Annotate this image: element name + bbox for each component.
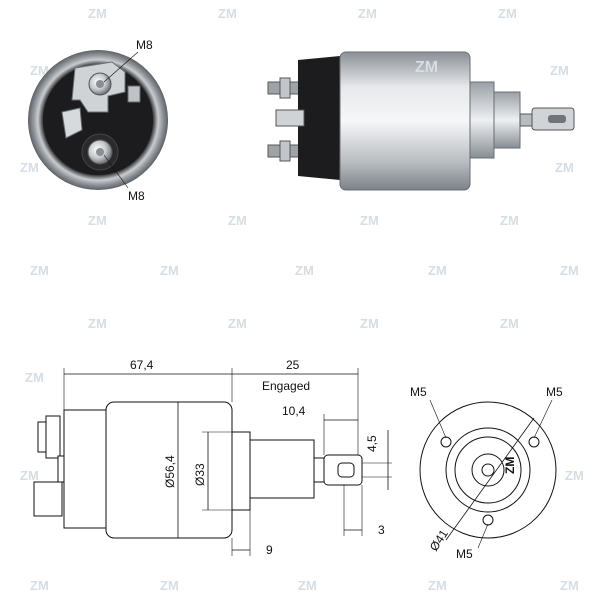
top-terminal-washer bbox=[45, 415, 61, 459]
watermark-text: ZM bbox=[228, 316, 247, 331]
plunger-tab-slot-outline bbox=[337, 462, 355, 478]
watermark-text: ZM bbox=[228, 213, 247, 228]
hole-bottom-label: M5 bbox=[456, 547, 473, 561]
watermark-text: ZM bbox=[218, 6, 237, 21]
watermark-text: ZM bbox=[20, 160, 39, 175]
terminal-cap-outline bbox=[63, 409, 109, 529]
hole-left-label: M5 bbox=[410, 385, 427, 399]
side-view-photo: ZM bbox=[267, 51, 575, 191]
bottom-thread-label: M8 bbox=[128, 189, 145, 203]
side-dimension-drawing: 67,4 25 Engaged 10,4 4,5 Ø56,4 Ø33 9 3 bbox=[33, 358, 392, 557]
plunger-tab-slot bbox=[548, 115, 566, 123]
watermark-text: ZM bbox=[428, 263, 447, 278]
watermark-text: ZM bbox=[565, 468, 584, 483]
top-nut bbox=[279, 77, 291, 99]
watermark-text: ZM bbox=[560, 263, 579, 278]
dim-plunger-offset: 10,4 bbox=[282, 404, 306, 418]
dim-body-length: 67,4 bbox=[130, 358, 154, 372]
bottom-nut bbox=[279, 140, 291, 162]
hole-bottom-leader bbox=[477, 523, 489, 549]
dim-engaged-travel: 25 bbox=[286, 358, 300, 372]
plunger-outline bbox=[249, 439, 315, 499]
watermark-text: ZM bbox=[20, 468, 39, 483]
watermark-text: ZM bbox=[88, 316, 107, 331]
bottom-thread-leader bbox=[103, 154, 129, 189]
watermark-text: ZM bbox=[295, 263, 314, 278]
dim-slot-width: 4,5 bbox=[365, 435, 379, 452]
solenoid-housing bbox=[339, 51, 471, 191]
hole-right-leader bbox=[533, 399, 553, 439]
watermark-text: ZM bbox=[550, 63, 569, 78]
watermark-text: ZM bbox=[30, 578, 49, 593]
watermark-text: ZM bbox=[30, 263, 49, 278]
watermark-text: ZM bbox=[500, 316, 519, 331]
watermark-text: ZM bbox=[500, 213, 519, 228]
hole-right-label: M5 bbox=[546, 385, 563, 399]
dim-line-bolt-circle bbox=[445, 417, 535, 541]
nose-outline bbox=[231, 431, 251, 511]
face-center-hole bbox=[481, 463, 495, 477]
terminal-cap bbox=[43, 65, 153, 175]
dim-tab-thickness: 3 bbox=[378, 523, 385, 537]
mount-hole-right bbox=[528, 436, 540, 448]
mount-hole-bottom bbox=[482, 514, 494, 526]
top-thread-leader bbox=[103, 51, 139, 83]
dim-body-diameter: Ø56,4 bbox=[163, 455, 177, 488]
watermark-text: ZM bbox=[428, 578, 447, 593]
watermark-text: ZM bbox=[360, 213, 379, 228]
watermark-text: ZM bbox=[88, 6, 107, 21]
top-bolt-center bbox=[96, 80, 104, 88]
dim-shaft-length: 9 bbox=[266, 543, 273, 557]
watermark-text: ZM bbox=[498, 6, 517, 21]
bottom-bolt-center bbox=[96, 148, 104, 156]
top-thread-label: M8 bbox=[136, 38, 153, 52]
watermark-text: ZM bbox=[160, 263, 179, 278]
dim-nose-diameter: Ø33 bbox=[193, 463, 207, 486]
housing-nose bbox=[469, 81, 495, 159]
hole-left-leader bbox=[429, 399, 447, 439]
mount-hole-left bbox=[440, 436, 452, 448]
watermark-text: ZM bbox=[298, 578, 317, 593]
watermark-layer: ZM ZM ZM ZM ZM ZM ZM ZM ZM ZM ZM ZM ZM Z… bbox=[20, 6, 584, 593]
watermark-text: ZM bbox=[555, 160, 574, 175]
dim-engaged-label: Engaged bbox=[262, 379, 310, 393]
watermark-text: ZM bbox=[360, 316, 379, 331]
spade-connector bbox=[275, 109, 305, 127]
watermark-text: ZM bbox=[88, 213, 107, 228]
watermark-text: ZM bbox=[160, 578, 179, 593]
plunger bbox=[493, 91, 521, 149]
front-face-drawing: ZM Ø41 M5 M5 M5 bbox=[410, 385, 563, 561]
spade-terminal bbox=[127, 85, 141, 103]
watermark-text: ZM bbox=[25, 370, 44, 385]
watermark-text: ZM bbox=[358, 6, 377, 21]
housing-brand: ZM bbox=[415, 59, 438, 76]
side-terminal-bracket bbox=[61, 107, 83, 139]
bottom-terminal-nut bbox=[33, 481, 63, 517]
face-brand: ZM bbox=[503, 457, 517, 474]
watermark-text: ZM bbox=[560, 578, 579, 593]
black-terminal-cap bbox=[298, 56, 340, 180]
watermark-text: ZM bbox=[30, 63, 49, 78]
terminal-end-photo: M8 M8 bbox=[28, 38, 168, 203]
dim-bolt-circle: Ø41 bbox=[427, 527, 451, 554]
